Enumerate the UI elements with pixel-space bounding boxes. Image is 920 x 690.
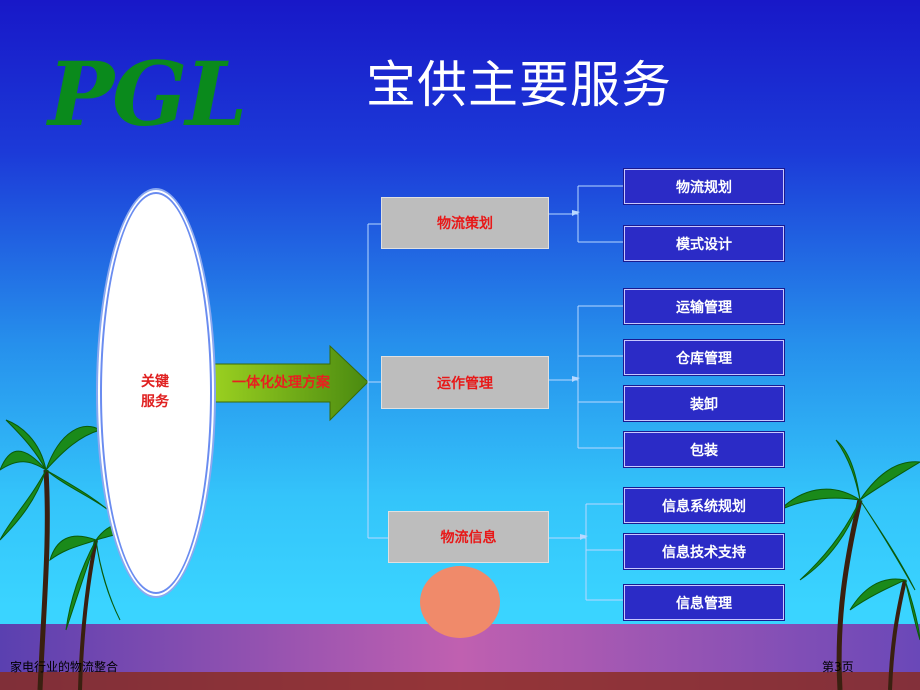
item-warehouse-management: 仓库管理 bbox=[624, 340, 784, 375]
item-loading-unloading: 装卸 bbox=[624, 386, 784, 421]
palm-tree-right bbox=[779, 439, 920, 690]
connectors bbox=[367, 185, 624, 601]
key-service-oval bbox=[100, 192, 212, 594]
integrated-arrow bbox=[213, 344, 369, 422]
sun bbox=[420, 566, 500, 638]
item-packaging: 包装 bbox=[624, 432, 784, 467]
page-number: 第3页 bbox=[822, 660, 854, 674]
category-operations-management: 运作管理 bbox=[381, 356, 549, 409]
item-mode-design: 模式设计 bbox=[624, 226, 784, 261]
slide-title: 宝供主要服务 bbox=[366, 56, 672, 114]
item-logistics-plan: 物流规划 bbox=[624, 169, 784, 204]
item-it-support: 信息技术支持 bbox=[624, 534, 784, 569]
footer-caption: 家电行业的物流整合 bbox=[10, 660, 119, 674]
item-info-system-planning: 信息系统规划 bbox=[624, 488, 784, 523]
key-service-label: 关键 服务 bbox=[141, 374, 169, 410]
integrated-solution-label: 一体化处理方案 bbox=[232, 375, 330, 391]
category-logistics-planning: 物流策划 bbox=[381, 197, 549, 249]
category-logistics-information: 物流信息 bbox=[388, 511, 549, 563]
item-transport-management: 运输管理 bbox=[624, 289, 784, 324]
item-info-management: 信息管理 bbox=[624, 585, 784, 620]
pgl-logo: PGL bbox=[48, 42, 247, 146]
